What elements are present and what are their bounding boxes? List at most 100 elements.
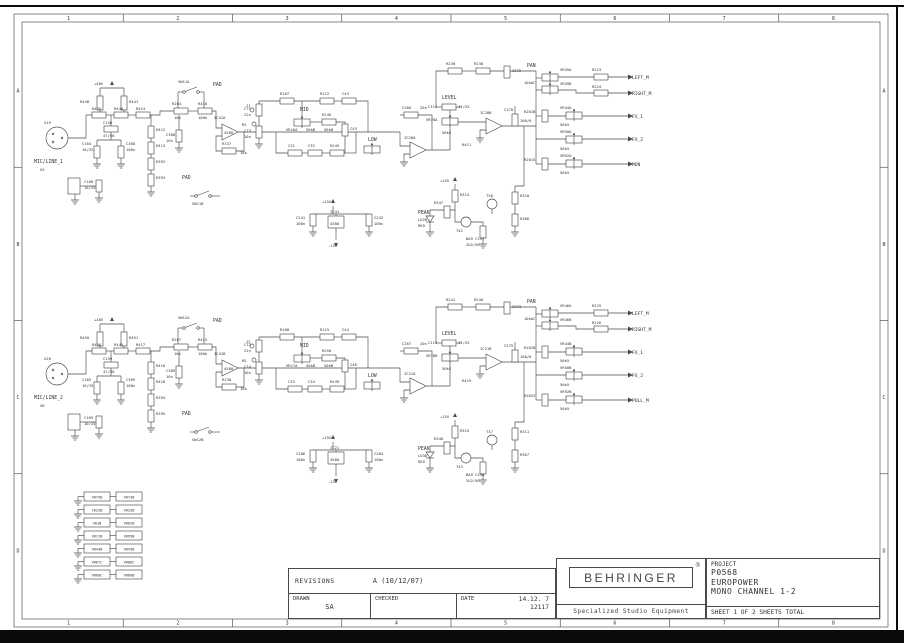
component-box [511,349,519,363]
output-arrow-icon [628,349,633,355]
component-label: 47/25 [458,104,469,109]
component-label: 100n [296,221,305,226]
ground-symbol [95,433,103,439]
drawn-label: DRAWN [293,596,310,602]
wire [68,350,92,375]
component-box [341,97,357,105]
component-label: T42 [456,228,463,233]
component-box [95,179,103,193]
connector-label: VR1B [93,521,102,525]
component-box [287,149,303,157]
component-label: 18k [240,386,248,391]
component-box [451,425,459,439]
opamp [409,377,427,395]
supply-arrow-icon [334,479,338,483]
component-label: T43 [456,464,463,469]
connector-box [83,556,111,567]
component-label: 100n [126,383,135,388]
connector-label: VR44B [92,547,103,551]
component-label: R225 [592,303,601,308]
component-box [365,449,373,463]
component-label: 50kB [306,127,316,132]
pot-wiper-arrow [572,108,576,111]
switch-lever [184,322,198,328]
pot-wiper-arrow [572,132,576,135]
wire [236,132,245,152]
component-label: R411 [462,142,472,147]
component-box [451,189,459,203]
component-label: FX_1 [632,114,643,120]
component-box [173,343,189,351]
component-box [279,333,295,341]
component-label: 100/6 [520,118,532,123]
component-label: VR78A [426,117,438,122]
connector-circle [45,362,69,386]
checked-label: CHECKED [375,596,399,602]
component-label: PAD [213,318,222,324]
pot-wiper-arrow [548,70,552,73]
component-box [341,123,349,137]
component-label: C43 [342,91,349,96]
component-label: R456 [92,342,102,347]
component-label: VR45A [560,67,572,72]
ground-symbol [93,163,101,169]
component-label: R393 [156,175,165,180]
component-label: C31 [288,143,296,148]
component-label: R450 [80,335,90,340]
component-box [93,381,101,395]
date-label: DATE [461,596,475,602]
component-label: +15V [440,414,450,419]
wire [212,110,222,129]
ground-symbol [255,379,263,385]
scan-edge-top [0,5,904,7]
component-box [541,157,549,171]
connector-box [83,569,111,580]
connector-box [115,569,143,580]
component-label: R230 [446,61,456,66]
component-box [255,361,263,375]
component-label: FX_2 [632,137,643,143]
drawn-value: SA [325,603,334,611]
component-box [443,441,451,455]
component-label: C169 [84,415,94,420]
component-label: C278 [504,107,514,112]
brand-name: BEHRINGER [584,571,678,585]
component-box [503,65,511,79]
component-label: J2 [246,339,251,344]
opamp [485,117,503,135]
component-box [503,301,511,315]
component-label: C72 [244,342,251,347]
connector-label: VR17B [92,534,103,538]
connector-box [83,504,111,515]
component-label: RIGHT_M [632,91,652,97]
component-label: 10/25 [84,185,95,190]
component-label: 100n [374,457,383,462]
connector-circle [60,372,64,376]
component-label: 10/25 [82,383,93,388]
frame-inner-border [21,21,881,620]
component-label: 50k5 [560,358,569,363]
ground-symbol [365,231,373,237]
component-label: 50k5 [560,406,569,411]
component-label: R201B [524,109,536,114]
component-label: C284 [374,451,384,456]
connector-label: VR67C [92,560,103,564]
connector-circle [486,198,498,210]
component-label: 50kB [324,127,334,132]
revision-entry: A (10/12/07) [372,577,424,585]
opamp [221,359,239,377]
ground-symbol [511,231,519,237]
component-label: VR44A [560,105,572,110]
component-label: C114 [428,104,438,109]
component-box [147,393,155,407]
wire [356,100,369,132]
component-label: MIC/LINE_2 [34,395,63,401]
component-label: R138 [222,377,232,382]
wire [215,371,222,388]
component-label: MON [632,162,641,168]
connector-circle [45,126,69,150]
component-label: PEAK [418,446,430,452]
component-box [255,103,263,117]
component-label: MIC/LINE_1 [34,159,63,165]
component-label: 10n [244,134,251,139]
